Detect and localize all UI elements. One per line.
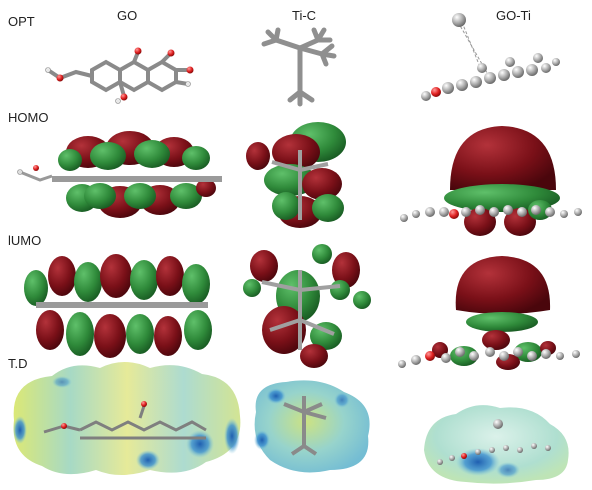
- column-label-ti-c: Ti-C: [292, 8, 317, 23]
- go-ti-lumo-orbital: [398, 256, 580, 370]
- go-optimized-atoms: [45, 47, 194, 104]
- ti-c-homo-orbital: [246, 122, 346, 228]
- row-label-opt: OPT: [8, 14, 35, 29]
- go-ti-optimized-structure: [421, 13, 560, 101]
- row-label-lumo: lUMO: [8, 233, 42, 248]
- ti-c-density-surface: [254, 380, 370, 473]
- go-optimized-structure: [46, 50, 192, 98]
- column-label-go: GO: [117, 8, 138, 23]
- go-homo-orbital: [17, 131, 222, 218]
- go-density-surface: [13, 362, 241, 475]
- column-label-go-ti: GO-Ti: [496, 8, 531, 23]
- go-ti-density-surface: [424, 405, 569, 484]
- go-lumo-orbital: [24, 254, 212, 358]
- go-ti-homo-orbital: [400, 126, 582, 236]
- ti-c-optimized-structure: [261, 27, 337, 107]
- ti-c-lumo-orbital: [243, 244, 371, 368]
- row-label-td: T.D: [8, 356, 28, 371]
- row-label-homo: HOMO: [8, 110, 49, 125]
